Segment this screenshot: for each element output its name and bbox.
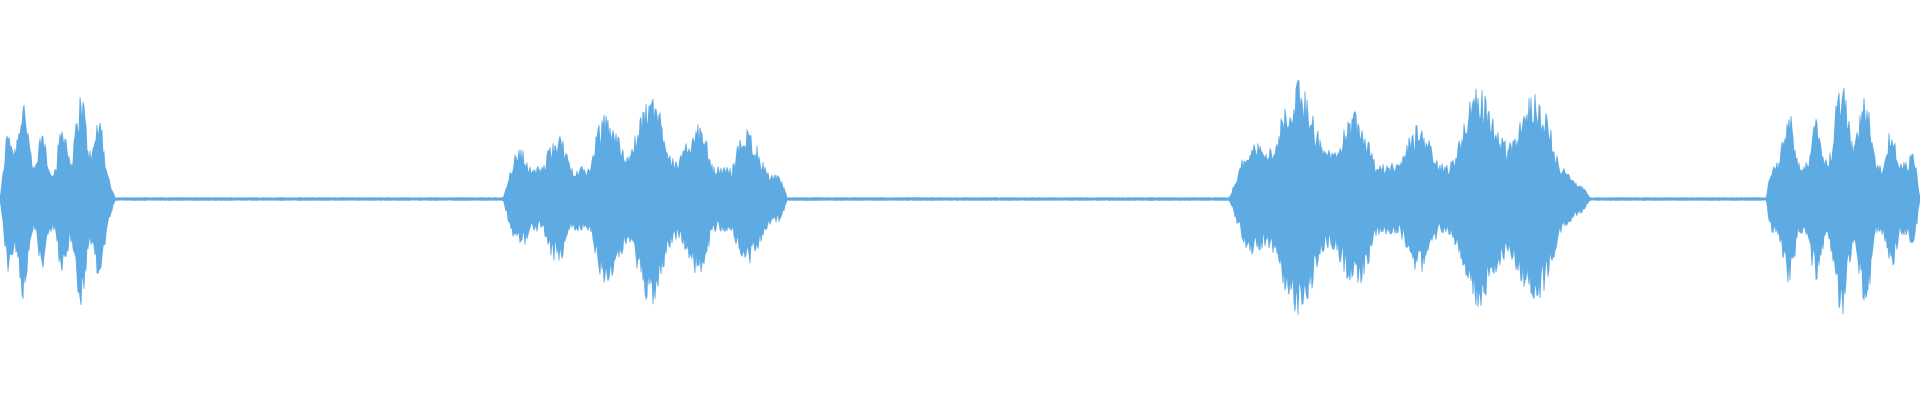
waveform-envelope [0, 80, 1920, 315]
